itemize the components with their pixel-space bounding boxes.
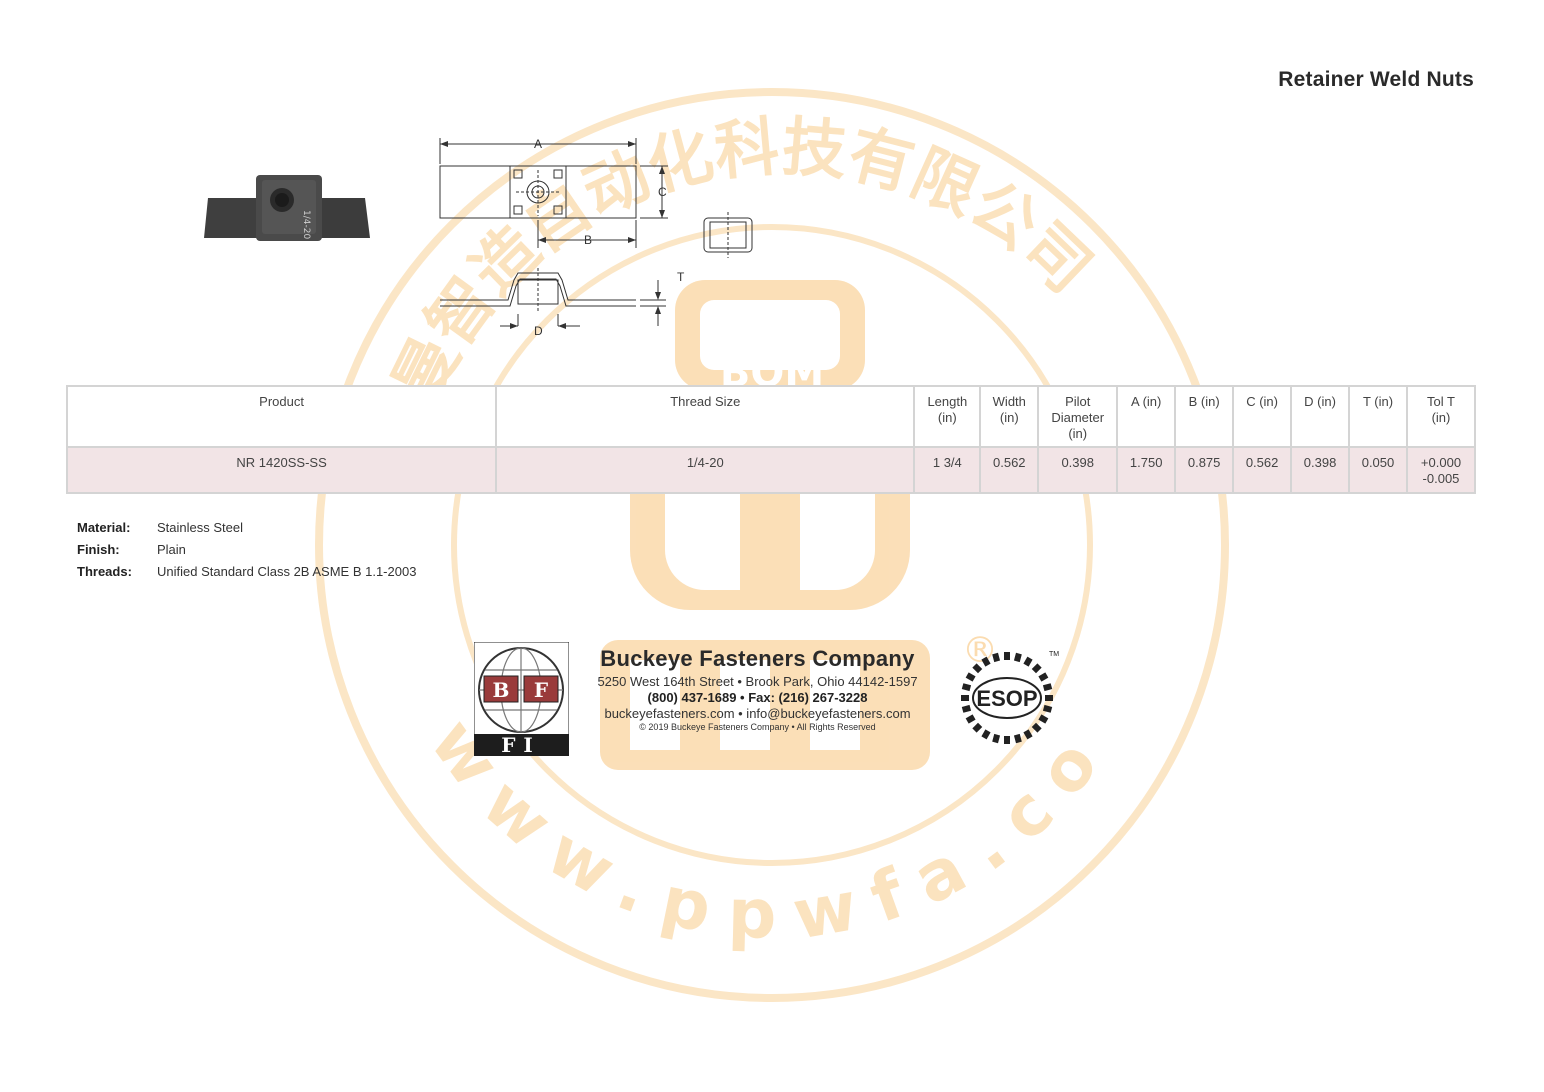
logo-letter-f: F [534, 678, 548, 702]
column-header: Length(in) [913, 385, 982, 448]
column-header-text: (in) [937, 410, 957, 425]
label-t: T [677, 270, 685, 284]
esop-figure-icon [1031, 722, 1042, 733]
column-header-text: D (in) [1304, 394, 1336, 409]
column-header: Thread Size [495, 385, 916, 448]
spec-material-value: Stainless Steel [157, 520, 243, 535]
esop-figure-icon [1004, 652, 1010, 660]
column-header: D (in) [1290, 385, 1351, 448]
spec-material: Material: Stainless Steel [77, 520, 243, 535]
column-header-text: (in) [1068, 426, 1088, 441]
table-cell: 0.398 [1037, 446, 1119, 494]
esop-figure-icon [992, 652, 1001, 663]
label-d: D [534, 324, 543, 338]
column-header: Tol T(in) [1405, 385, 1477, 448]
logo-letters-fi: FI [501, 733, 541, 756]
column-header: B (in) [1174, 385, 1235, 448]
column-header-text: Tol T [1427, 394, 1455, 409]
esop-figure-icon [1045, 695, 1053, 701]
column-header-text: B (in) [1188, 394, 1220, 409]
column-header: Width(in) [979, 385, 1040, 448]
esop-figure-icon [961, 704, 972, 713]
table-cell: 0.562 [1232, 446, 1293, 494]
esop-figure-icon [992, 733, 1001, 744]
column-header-text: (in) [999, 410, 1019, 425]
column-header-text: Product [259, 394, 304, 409]
table-cell: +0.000 -0.005 [1405, 446, 1477, 494]
column-header-text: Diameter [1051, 410, 1105, 425]
column-header-text: A (in) [1131, 394, 1162, 409]
column-header-text: Width [992, 394, 1026, 409]
column-header-text: T (in) [1362, 394, 1394, 409]
column-header-text: Length [927, 394, 968, 409]
esop-figure-icon [1023, 656, 1033, 667]
technical-drawing: A B C D T [439, 137, 753, 338]
company-web: buckeyefasteners.com • info@buckeyefaste… [604, 706, 911, 721]
page-title: Retainer Weld Nuts [1278, 68, 1474, 91]
table-cell: 0.398 [1290, 446, 1351, 494]
esop-text: ESOP [976, 686, 1037, 711]
table-cell: 0.562 [979, 446, 1040, 494]
table-cell: NR 1420SS-SS [65, 446, 498, 494]
esop-figure-icon [972, 663, 983, 674]
column-header: C (in) [1232, 385, 1293, 448]
spec-threads-label: Threads: [77, 564, 132, 579]
esop-logo: ESOP TM [961, 651, 1059, 744]
column-header-text: (in) [1431, 410, 1451, 425]
esop-figure-icon [1013, 733, 1022, 744]
esop-figure-icon [961, 683, 972, 692]
label-a: A [534, 137, 542, 151]
product-photo: 1/4-20 [204, 175, 370, 241]
column-header: A (in) [1116, 385, 1177, 448]
spec-finish-value: Plain [157, 542, 186, 557]
company-phone: (800) 437-1689 • Fax: (216) 267-3228 [647, 690, 868, 705]
label-c: C [658, 185, 667, 199]
buckeye-logo: B F FI [474, 642, 569, 756]
esop-figure-icon [965, 714, 976, 724]
photo-thread-marking: 1/4-20 [301, 210, 311, 239]
table-cell: 0.050 [1348, 446, 1408, 494]
esop-figure-icon [1004, 736, 1010, 744]
spec-finish-label: Finish: [77, 542, 120, 557]
esop-figure-icon [981, 729, 991, 740]
company-address: 5250 West 164th Street • Brook Park, Ohi… [597, 674, 918, 689]
spec-threads: Threads: Unified Standard Class 2B ASME B… [77, 564, 416, 579]
esop-figure-icon [972, 722, 983, 733]
esop-figure-icon [961, 695, 969, 701]
logo-letter-b: B [493, 678, 510, 702]
table-cell: 1 3/4 [913, 446, 982, 494]
esop-figure-icon [981, 656, 991, 667]
column-header-text: Pilot [1065, 394, 1091, 409]
esop-figure-icon [1023, 729, 1033, 740]
company-copyright: © 2019 Buckeye Fasteners Company • All R… [639, 722, 876, 732]
esop-figure-icon [965, 672, 976, 682]
esop-figure-icon [1042, 704, 1053, 713]
esop-figure-icon [1031, 663, 1042, 674]
spec-material-label: Material: [77, 520, 131, 535]
table-cell: 1.750 [1116, 446, 1177, 494]
company-name: Buckeye Fasteners Company [600, 646, 915, 671]
spec-finish: Finish: Plain [77, 542, 186, 557]
spec-threads-value: Unified Standard Class 2B ASME B 1.1-200… [157, 564, 417, 579]
esop-tm: TM [1049, 651, 1059, 658]
column-header-text: Thread Size [670, 394, 741, 409]
table-cell: 0.875 [1174, 446, 1235, 494]
table-cell: 1/4-20 [495, 446, 916, 494]
esop-figure-icon [1013, 652, 1022, 663]
label-b: B [584, 233, 592, 247]
column-header: T (in) [1348, 385, 1408, 448]
column-header: Product [65, 385, 498, 448]
company-block: Buckeye Fasteners Company 5250 West 164t… [575, 646, 940, 732]
esop-figure-icon [1038, 714, 1049, 724]
column-header-text: C (in) [1246, 394, 1278, 409]
esop-figure-icon [1042, 683, 1053, 692]
esop-figure-icon [1038, 672, 1049, 682]
